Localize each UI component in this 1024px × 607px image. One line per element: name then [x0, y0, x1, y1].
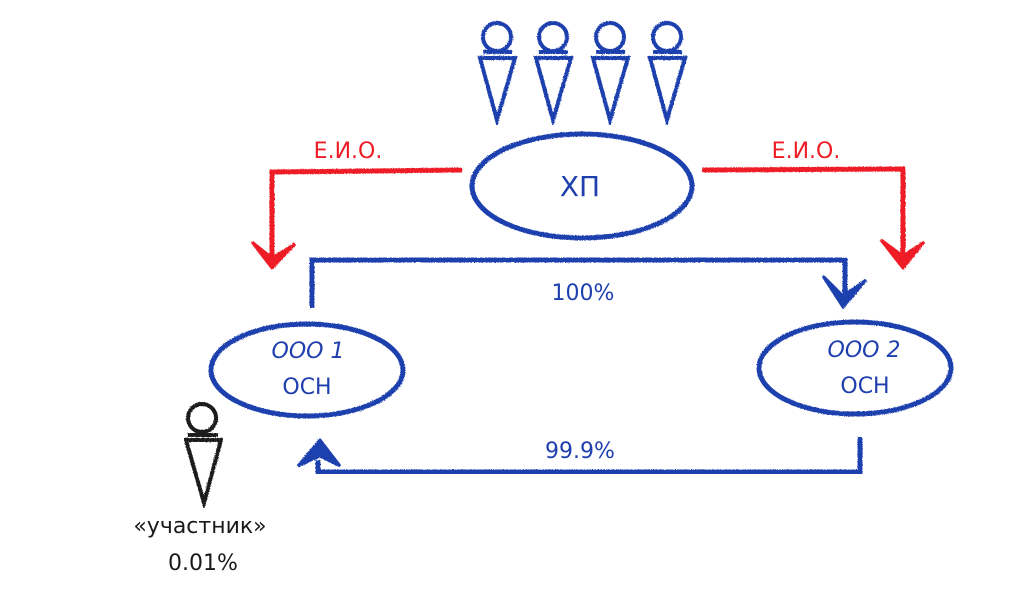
holding-label: ХП — [560, 170, 600, 203]
company2-tax-regime: ОСН — [840, 374, 889, 399]
arrowhead-icon — [879, 238, 926, 271]
share-999-label: 99.9% — [545, 439, 615, 464]
arrowhead-icon — [296, 437, 342, 468]
company2-name: ООО 2 — [828, 338, 901, 363]
company1-name: ООО 1 — [272, 339, 345, 364]
company1-node[interactable]: ООО 1 ОСН — [208, 321, 406, 419]
holding-node[interactable]: ХП — [469, 131, 695, 241]
eio-right-arrow: Е.И.О. — [701, 139, 926, 271]
eio-left-label: Е.И.О. — [314, 139, 383, 164]
person-icon — [647, 21, 688, 128]
arrowhead-icon — [250, 240, 297, 271]
person-icon — [183, 402, 224, 511]
company1-tax-regime: ОСН — [282, 375, 331, 400]
share-100-arrow: 100% — [309, 257, 868, 310]
participant-label: «участник» — [133, 514, 266, 539]
person-icon — [477, 21, 518, 128]
arrowhead-icon — [821, 274, 868, 310]
participant: «участник» 0.01% — [133, 402, 267, 576]
person-icon — [533, 21, 574, 128]
person-icon — [590, 21, 631, 128]
share-100-label: 100% — [552, 281, 615, 306]
eio-right-label: Е.И.О. — [772, 139, 841, 164]
eio-left-arrow: Е.И.О. — [250, 139, 463, 271]
participant-share: 0.01% — [168, 551, 238, 576]
company2-node[interactable]: ООО 2 ОСН — [756, 319, 954, 417]
founders-group — [477, 21, 688, 128]
share-999-arrow: 99.9% — [296, 437, 863, 475]
